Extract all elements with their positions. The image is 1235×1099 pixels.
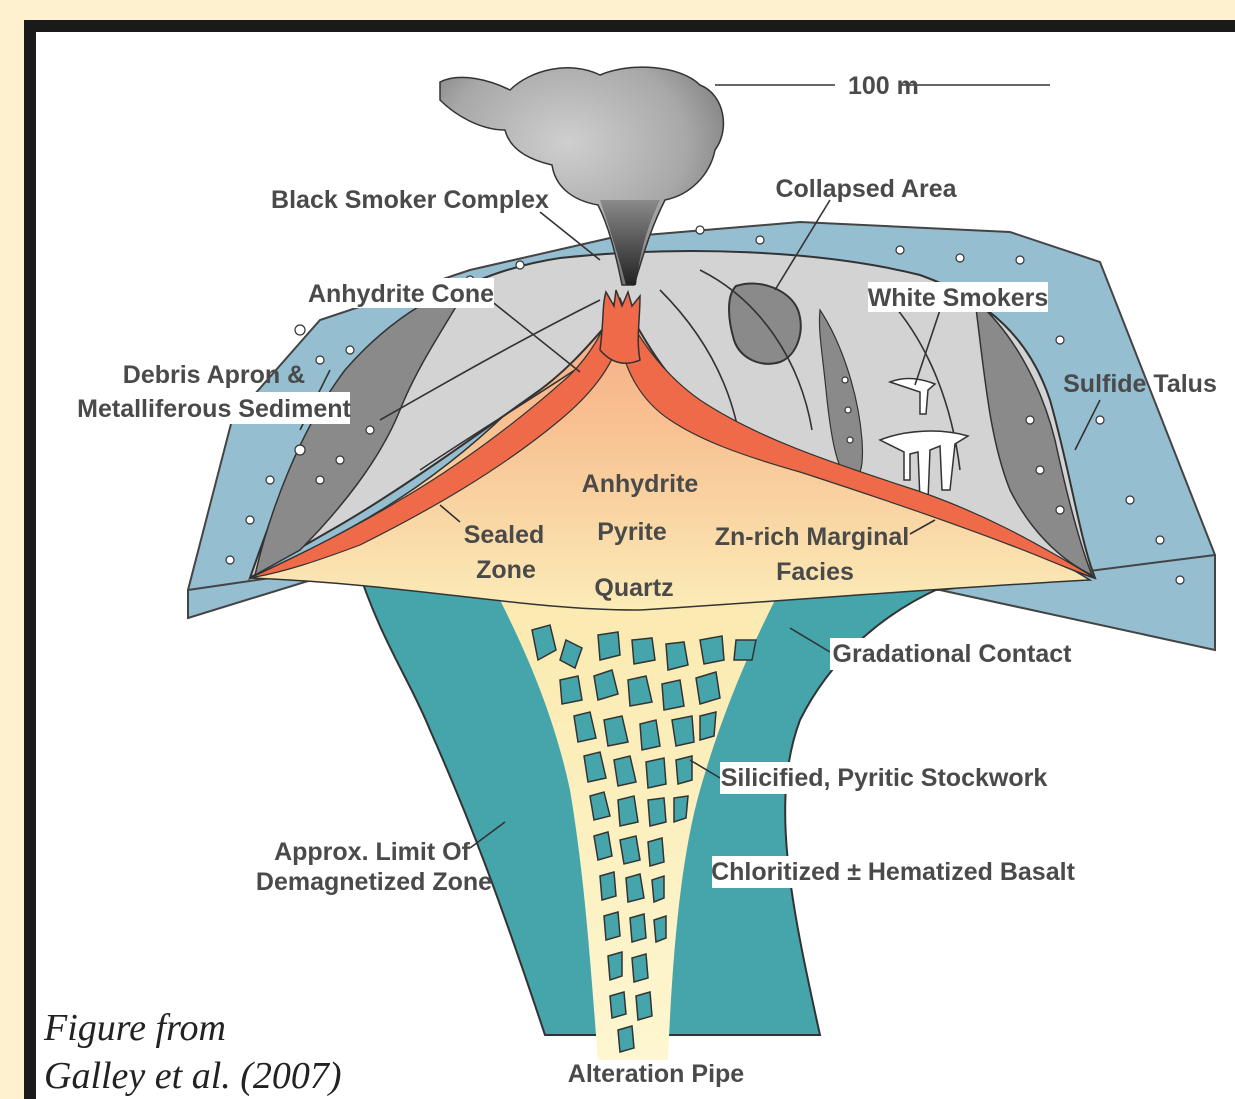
label-sealed-2: Zone bbox=[476, 556, 536, 584]
label-sulfide-talus: Sulfide Talus bbox=[1063, 370, 1217, 398]
alteration-pipe bbox=[355, 560, 940, 1060]
label-alteration-pipe: Alteration Pipe bbox=[568, 1060, 745, 1088]
label-anhydrite: Anhydrite bbox=[582, 470, 699, 498]
label-white-smokers: White Smokers bbox=[868, 284, 1049, 312]
label-black-smoker: Black Smoker Complex bbox=[271, 186, 549, 214]
caption-line-1: Figure from bbox=[43, 1007, 226, 1049]
scale-label: 100 m bbox=[848, 72, 919, 100]
caption-line-2: Galley et al. (2007) bbox=[44, 1055, 342, 1097]
label-gradational-contact: Gradational Contact bbox=[833, 640, 1073, 668]
label-sealed-1: Sealed bbox=[464, 521, 545, 549]
label-stockwork: Silicified, Pyritic Stockwork bbox=[721, 764, 1048, 792]
label-approx-limit-2: Demagnetized Zone bbox=[256, 868, 492, 896]
label-anhydrite-cone: Anhydrite Cone bbox=[308, 280, 494, 308]
label-pyrite: Pyrite bbox=[597, 518, 667, 546]
label-zn-rich-1: Zn-rich Marginal bbox=[715, 523, 909, 551]
label-collapsed-area: Collapsed Area bbox=[775, 175, 957, 203]
label-approx-limit-1: Approx. Limit Of bbox=[274, 838, 471, 866]
label-zn-rich-2: Facies bbox=[776, 558, 854, 586]
label-debris-apron-2: Metalliferous Sediment bbox=[77, 395, 351, 423]
label-chloritized: Chloritized ± Hematized Basalt bbox=[711, 858, 1075, 886]
label-quartz: Quartz bbox=[594, 574, 673, 602]
label-debris-apron-1: Debris Apron & bbox=[123, 361, 305, 389]
